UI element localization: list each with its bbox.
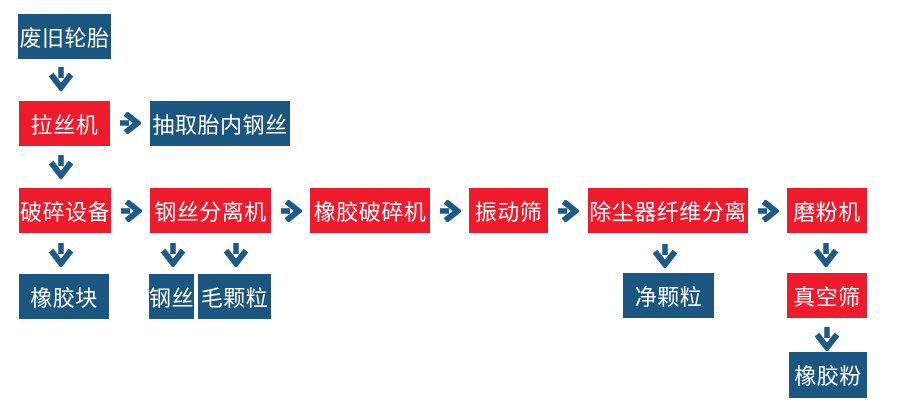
- arrow-down-icon: [48, 67, 74, 91]
- arrow-right-icon: [281, 200, 302, 222]
- arrow-down-icon: [223, 243, 249, 267]
- arrow-down-icon: [48, 155, 74, 179]
- flow-node-grinding-machine: 磨粉机: [787, 188, 867, 233]
- flow-node-steel-wire: 钢丝: [149, 274, 194, 319]
- flow-node-rubber-crusher: 橡胶破碎机: [310, 188, 430, 233]
- arrow-right-icon: [120, 112, 141, 134]
- flow-node-crushing-equipment: 破碎设备: [19, 188, 111, 233]
- flow-node-clean-granules: 净颗粒: [623, 273, 714, 318]
- arrow-down-icon: [48, 243, 74, 267]
- flow-node-vacuum-screen: 真空筛: [787, 273, 867, 318]
- arrow-right-icon: [440, 200, 461, 222]
- flow-node-rough-granules: 毛颗粒: [198, 274, 271, 319]
- flow-node-rubber-block: 橡胶块: [19, 274, 109, 319]
- arrow-down-icon: [160, 243, 186, 267]
- flow-node-waste-tires: 废旧轮胎: [18, 14, 111, 59]
- flow-node-dust-collector-fiber-separation: 除尘器纤维分离: [588, 188, 748, 233]
- flow-node-rubber-powder: 橡胶粉: [789, 352, 867, 398]
- arrow-right-icon: [558, 200, 579, 222]
- flow-node-vibrating-screen: 振动筛: [469, 188, 548, 233]
- arrow-down-icon: [813, 243, 839, 267]
- flow-node-extract-tire-steel-wire: 抽取胎内钢丝: [150, 101, 290, 146]
- flow-node-steel-wire-separator: 钢丝分离机: [150, 188, 271, 233]
- flow-node-wire-drawing-machine: 拉丝机: [19, 101, 110, 146]
- arrow-right-icon: [121, 200, 142, 222]
- arrow-down-icon: [814, 327, 840, 351]
- arrow-right-icon: [758, 200, 779, 222]
- arrow-down-icon: [652, 244, 678, 268]
